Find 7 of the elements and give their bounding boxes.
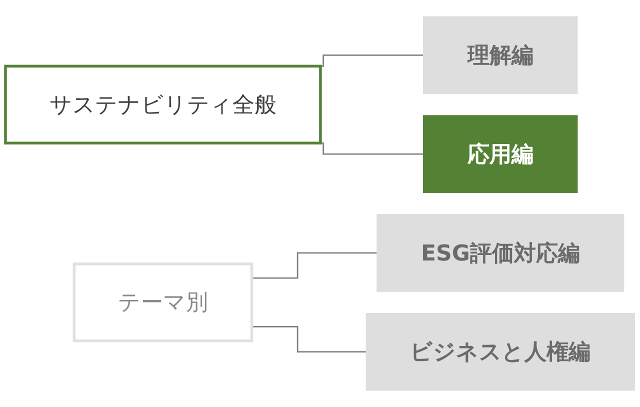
connector: [252, 326, 366, 353]
connector: [252, 252, 378, 279]
node-box: 応用編: [423, 115, 578, 193]
node-box: ビジネスと人権編: [366, 312, 635, 391]
node-box: テーマ別: [72, 262, 254, 342]
node-box: ESG評価対応編: [376, 214, 624, 292]
node-box: サステナビリティ全般: [4, 64, 322, 144]
